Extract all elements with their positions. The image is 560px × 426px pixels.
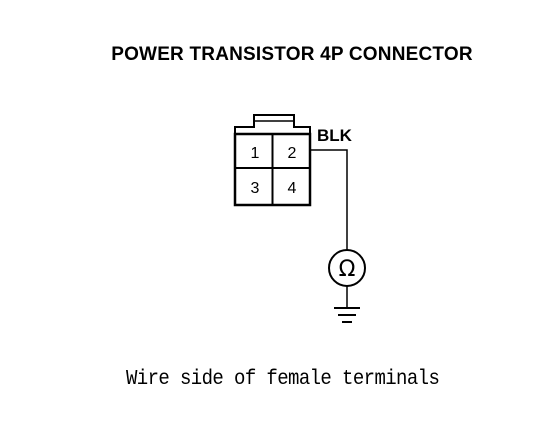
diagram-caption: Wire side of female terminals [126,366,440,391]
wire-color-label: BLK [317,126,353,145]
test-lead-wire [310,149,348,250]
connector-lock-tab [234,114,311,134]
connector-4p: 1 2 3 4 [233,114,312,207]
terminal-1-label: 1 [251,145,260,162]
terminal-4-label: 4 [288,180,297,197]
ohmmeter-icon: Ω [328,249,366,287]
ohmmeter-symbol: Ω [339,257,356,282]
terminal-2-label: 2 [288,145,297,162]
terminal-3-label: 3 [251,180,260,197]
diagram-title: POWER TRANSISTOR 4P CONNECTOR [111,44,473,65]
ground-icon [334,307,360,323]
